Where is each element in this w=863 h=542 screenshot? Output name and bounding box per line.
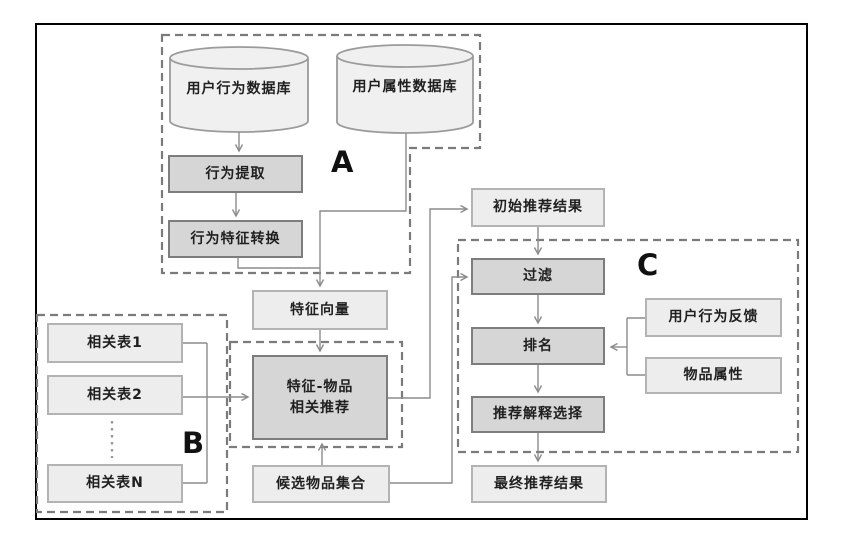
group-a-outline bbox=[160, 33, 482, 275]
node-ranking: 排名 bbox=[471, 327, 605, 365]
node-rec-explain-select: 推荐解释选择 bbox=[471, 396, 605, 433]
node-final-rec-result: 最终推荐结果 bbox=[471, 465, 607, 503]
node-behavior-feature-conv: 行为特征转换 bbox=[168, 220, 303, 258]
node-behavior-extract: 行为提取 bbox=[168, 155, 303, 193]
node-related-table-2-label: 相关表2 bbox=[87, 386, 143, 403]
node-related-table-n-label: 相关表N bbox=[86, 475, 144, 492]
edge-convert-join bbox=[237, 258, 320, 269]
user-attr-db-cylinder bbox=[336, 56, 474, 134]
node-related-table-1-label: 相关表1 bbox=[87, 334, 143, 351]
node-filter-label: 过滤 bbox=[523, 268, 553, 285]
node-candidate-item-set-label: 候选物品集合 bbox=[276, 475, 366, 492]
node-ranking-label: 排名 bbox=[523, 337, 553, 354]
node-initial-rec-result-label: 初始推荐结果 bbox=[493, 199, 583, 216]
group-b-outline bbox=[35, 313, 229, 514]
node-user-behavior-db: 用户行为数据库 bbox=[172, 62, 306, 114]
group-b-label: B bbox=[182, 426, 205, 460]
node-user-attr-db: 用户属性数据库 bbox=[339, 60, 471, 112]
node-rec-explain-select-label: 推荐解释选择 bbox=[493, 406, 583, 423]
user-behavior-db-cylinder-top bbox=[169, 46, 309, 70]
user-attr-db-cylinder-top bbox=[336, 44, 474, 68]
group-c-label: C bbox=[637, 248, 659, 282]
node-item-attributes: 物品属性 bbox=[645, 357, 782, 394]
node-user-attr-db-label: 用户属性数据库 bbox=[352, 79, 458, 95]
node-user-behavior-db-label: 用户行为数据库 bbox=[186, 81, 292, 97]
group-a-label: A bbox=[331, 145, 354, 179]
edge-featureitemrec-to-initial bbox=[388, 204, 469, 399]
node-related-table-2: 相关表2 bbox=[47, 375, 183, 415]
node-behavior-feature-conv-label: 行为特征转换 bbox=[190, 230, 281, 247]
node-final-rec-result-label: 最终推荐结果 bbox=[494, 475, 584, 492]
node-feature-item-rec-label-line2: 相关推荐 bbox=[290, 399, 350, 416]
node-feature-vector-label: 特征向量 bbox=[290, 301, 350, 318]
edge-attrdb-to-featurevector bbox=[315, 133, 407, 288]
node-feature-item-rec: 特征-物品 相关推荐 bbox=[252, 355, 388, 440]
feature-item-rec-outline bbox=[228, 340, 404, 449]
node-behavior-extract-label: 行为提取 bbox=[205, 165, 266, 182]
node-feature-item-rec-label-line1: 特征-物品 bbox=[286, 379, 354, 396]
group-c-outline bbox=[456, 238, 800, 454]
node-user-behavior-feedback: 用户行为反馈 bbox=[645, 298, 782, 337]
node-filter: 过滤 bbox=[471, 258, 605, 295]
node-related-table-n: 相关表N bbox=[47, 464, 183, 503]
node-related-table-1: 相关表1 bbox=[47, 323, 183, 363]
edge-candidates-to-filter bbox=[390, 272, 469, 484]
node-user-behavior-feedback-label: 用户行为反馈 bbox=[668, 309, 759, 326]
node-initial-rec-result: 初始推荐结果 bbox=[471, 188, 605, 227]
node-feature-vector: 特征向量 bbox=[252, 290, 388, 330]
node-item-attributes-label: 物品属性 bbox=[683, 367, 744, 384]
node-candidate-item-set: 候选物品集合 bbox=[252, 465, 390, 503]
